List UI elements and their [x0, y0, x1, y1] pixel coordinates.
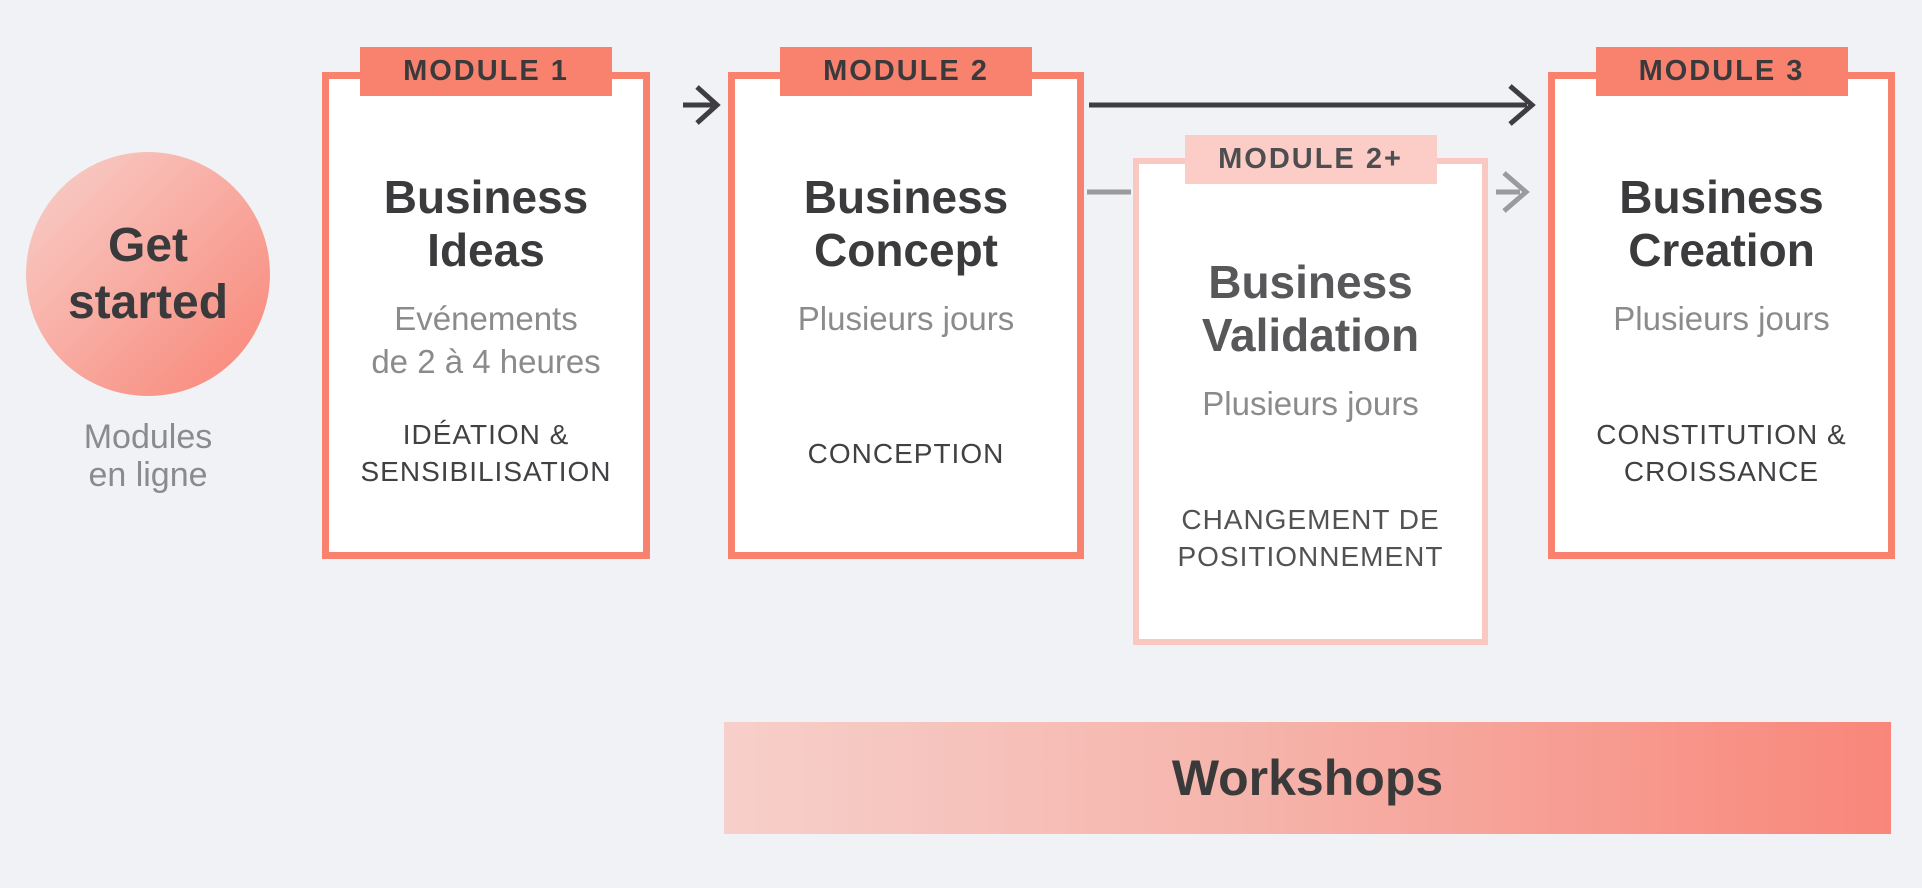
module-2plus-theme: CHANGEMENT DE POSITIONNEMENT	[1177, 504, 1444, 572]
get-started-circle: Get started	[26, 152, 270, 396]
module-2-duration: Plusieurs jours	[797, 300, 1015, 337]
module-2plus-card: MODULE 2+ Business Validation Plusieurs …	[1133, 135, 1488, 645]
module-1-duration: Evénements de 2 à 4 heures	[371, 300, 601, 380]
arrow-right-long-icon	[1089, 84, 1536, 126]
get-started-label: Get started	[67, 219, 229, 329]
module-2plus-theme-wrap: CHANGEMENT DE POSITIONNEMENT	[1139, 492, 1482, 584]
module-1-theme: IDÉATION & SENSIBILISATION	[360, 419, 612, 487]
module-1-title: Business Ideas	[383, 171, 589, 276]
arrow-right-gray-icon	[1496, 171, 1530, 213]
get-started-caption: Modules en ligne	[83, 418, 213, 494]
module-2-tag: MODULE 2	[780, 47, 1032, 96]
module-2plus-title: Business Validation	[1201, 256, 1420, 361]
module-2-card: MODULE 2 Business Concept Plusieurs jour…	[728, 47, 1084, 559]
module-3-theme-wrap: CONSTITUTION & CROISSANCE	[1555, 407, 1888, 499]
workshops-label: Workshops	[1171, 750, 1444, 806]
module-1-theme-wrap: IDÉATION & SENSIBILISATION	[329, 407, 643, 499]
module-2plus-tag: MODULE 2+	[1184, 135, 1437, 184]
module-3-duration: Plusieurs jours	[1613, 300, 1830, 337]
module-1-tag: MODULE 1	[360, 47, 612, 96]
module-2-theme-wrap: CONCEPTION	[735, 407, 1077, 499]
module-1-card: MODULE 1 Business Ideas Evénements de 2 …	[322, 47, 650, 559]
module-2-theme: CONCEPTION	[807, 437, 1005, 469]
module-3-theme: CONSTITUTION & CROISSANCE	[1596, 419, 1847, 487]
module-3-tag: MODULE 3	[1595, 47, 1848, 96]
arrow-right-icon	[683, 85, 721, 125]
module-2plus-duration: Plusieurs jours	[1202, 385, 1419, 422]
module-3-title: Business Creation	[1619, 171, 1824, 276]
workshops-bar: Workshops	[724, 722, 1891, 834]
module-3-card: MODULE 3 Business Creation Plusieurs jou…	[1548, 47, 1895, 559]
module-2-title: Business Concept	[803, 171, 1009, 276]
